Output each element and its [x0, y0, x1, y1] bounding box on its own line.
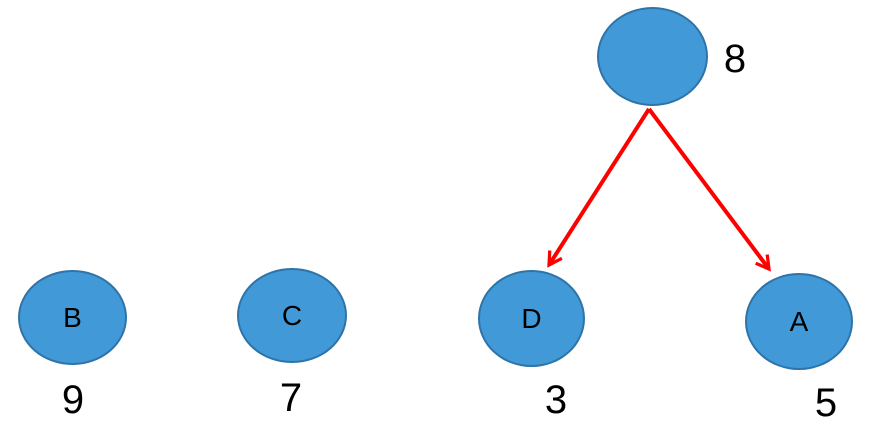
node-D-value: 3	[544, 378, 568, 422]
node-C-label: C	[281, 299, 303, 331]
node-B-label: B	[63, 301, 82, 333]
node-A-label: A	[789, 305, 809, 337]
node-root-value: 8	[723, 37, 747, 81]
edge-root-to-A	[647, 107, 771, 272]
node-C-value: 7	[279, 376, 303, 420]
node-root	[597, 7, 708, 106]
node-B: B	[18, 270, 127, 365]
node-B-value: 9	[61, 378, 85, 422]
node-C: C	[237, 268, 347, 363]
node-A-value: 5	[814, 381, 838, 425]
node-D-label: D	[521, 302, 542, 334]
node-A: A	[745, 273, 853, 370]
edge-root-to-D	[547, 107, 651, 268]
node-D: D	[478, 270, 585, 367]
